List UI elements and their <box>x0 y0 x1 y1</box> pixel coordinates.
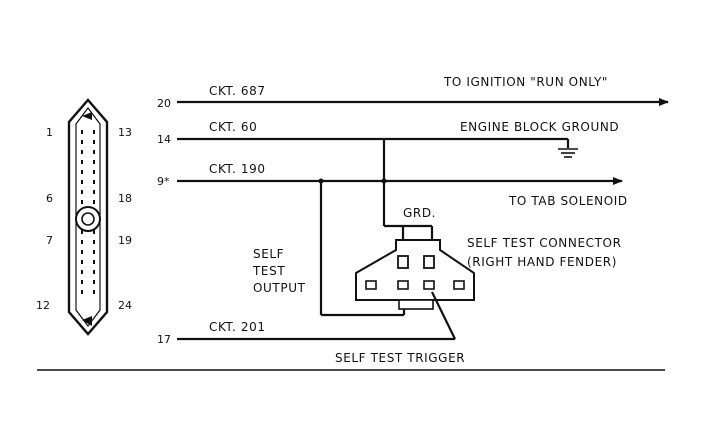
destination-ground: ENGINE BLOCK GROUND <box>460 120 619 134</box>
pin-label-13: 13 <box>118 126 132 139</box>
connector-label-line1: SELF TEST CONNECTOR <box>467 236 622 250</box>
pin-label-1: 1 <box>46 126 53 139</box>
circuit-label-687: CKT. 687 <box>209 84 266 98</box>
self-test-output-line2: TEST <box>252 264 285 278</box>
wire-pin-14: 14 <box>157 133 171 146</box>
ground-branch-wire: GRD. <box>318 139 436 240</box>
wire-pin-9: 9* <box>157 175 170 188</box>
pin-label-18: 18 <box>118 192 132 205</box>
ground-label: GRD. <box>403 206 436 220</box>
wire-ckt-687: 20 CKT. 687 TO IGNITION "RUN ONLY" <box>157 75 669 110</box>
pin-label-19: 19 <box>118 234 132 247</box>
wire-pin-20: 20 <box>157 97 171 110</box>
wire-ckt-201: 17 CKT. 201 SELF TEST TRIGGER <box>157 291 465 365</box>
self-test-trigger-label: SELF TEST TRIGGER <box>335 351 465 365</box>
self-test-connector: SELF TEST CONNECTOR (RIGHT HAND FENDER) <box>355 236 622 310</box>
ground-symbol-icon <box>558 139 578 158</box>
pin-label-12: 12 <box>36 299 50 312</box>
pin-label-6: 6 <box>46 192 53 205</box>
circuit-label-60: CKT. 60 <box>209 120 257 134</box>
self-test-output-line1: SELF <box>253 247 284 261</box>
key-triangle-bottom-icon <box>82 316 92 326</box>
destination-ignition: TO IGNITION "RUN ONLY" <box>443 75 608 89</box>
self-test-output-wire: SELF TEST OUTPUT <box>252 181 406 317</box>
wire-ckt-60: 14 CKT. 60 ENGINE BLOCK GROUND <box>157 120 619 158</box>
wire-ckt-190: 9* CKT. 190 TO TAB SOLENOID <box>157 162 628 208</box>
connector-label-line2: (RIGHT HAND FENDER) <box>467 255 617 269</box>
pin-label-24: 24 <box>118 299 132 312</box>
ecu-connector: 1 6 7 12 13 18 19 24 <box>36 98 132 336</box>
self-test-output-line3: OUTPUT <box>253 281 306 295</box>
pin-label-7: 7 <box>46 234 53 247</box>
wire-pin-17: 17 <box>157 333 171 346</box>
circuit-label-190: CKT. 190 <box>209 162 266 176</box>
key-triangle-top-icon <box>82 112 92 120</box>
destination-tab-solenoid: TO TAB SOLENOID <box>508 194 628 208</box>
circuit-label-201: CKT. 201 <box>209 320 266 334</box>
